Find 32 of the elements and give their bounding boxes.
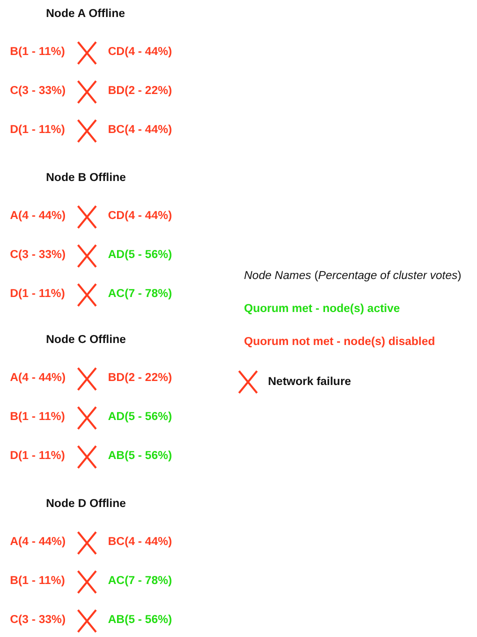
partition-label: AD(5 - 56%) [108, 411, 172, 423]
partition-label: D(1 - 11%) [10, 450, 65, 462]
partition-label: CD(4 - 44%) [108, 46, 172, 58]
partition-label: BC(4 - 44%) [108, 536, 172, 548]
partition-label: A(4 - 44%) [10, 536, 66, 548]
legend-text: Quorum not met - node(s) disabled [244, 336, 436, 348]
partition-label: AC(7 - 78%) [108, 288, 172, 300]
partition-label: BD(2 - 22%) [108, 85, 172, 97]
partition-label: AD(5 - 56%) [108, 249, 172, 261]
partition-label: CD(4 - 44%) [108, 210, 172, 222]
partition-label: AC(7 - 78%) [108, 575, 172, 587]
heading: Node C Offline [46, 334, 126, 346]
partition-label: D(1 - 11%) [10, 124, 65, 136]
legend-text: Quorum met - node(s) active [244, 303, 400, 315]
partition-label: A(4 - 44%) [10, 210, 66, 222]
partition-label: AB(5 - 56%) [108, 614, 172, 626]
partition-label: D(1 - 11%) [10, 288, 65, 300]
partition-label: AB(5 - 56%) [108, 450, 172, 462]
partition-label: A(4 - 44%) [10, 372, 66, 384]
partition-label: BC(4 - 44%) [108, 124, 172, 136]
heading: Node A Offline [46, 8, 126, 20]
partition-label: B(1 - 11%) [10, 46, 65, 58]
heading: Node D Offline [46, 498, 126, 510]
partition-label: C(3 - 33%) [10, 85, 66, 97]
key-note: Node Names (Percentage of cluster votes) [244, 270, 462, 282]
partition-label: BD(2 - 22%) [108, 372, 172, 384]
partition-label: B(1 - 11%) [10, 411, 65, 423]
partition-label: B(1 - 11%) [10, 575, 65, 587]
partition-label: C(3 - 33%) [10, 614, 66, 626]
legend-text: Network failure [268, 376, 352, 388]
heading: Node B Offline [46, 172, 126, 184]
partition-label: C(3 - 33%) [10, 249, 66, 261]
